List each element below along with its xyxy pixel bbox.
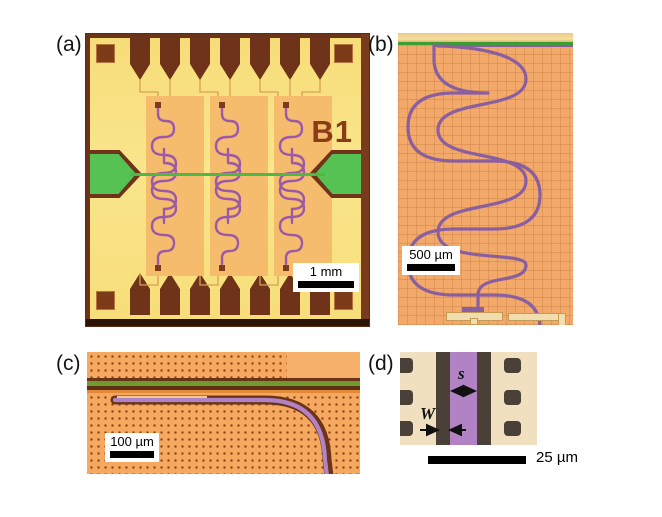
panel-b-feedline — [398, 42, 573, 45]
panel-c-scalebar-text: 100 µm — [110, 433, 154, 449]
panel-c-scalebar: 100 µm — [105, 432, 159, 462]
panel-b-coupler-stem — [470, 318, 478, 325]
panel-a-bondpad-combs — [130, 38, 330, 315]
panel-b-scalebar-line — [407, 264, 455, 271]
panel-b-label: (b) — [368, 33, 394, 56]
panel-a-chip-edge-bottom — [86, 319, 369, 326]
panel-b-meander-path — [436, 44, 528, 312]
coupling-pad-bottom-1 — [155, 265, 161, 271]
panel-a-chip-edge — [86, 34, 369, 326]
panel-d-hole-left-1 — [400, 358, 413, 373]
panel-d-scalebar-text: 25 µm — [536, 449, 578, 466]
alignment-mark-top-right — [334, 44, 353, 63]
panel-c-feedline-conductor — [87, 381, 360, 386]
panel-a-meander-resonators — [150, 106, 306, 266]
panel-d-s-label: s — [458, 364, 465, 383]
alignment-mark-bottom-left — [96, 291, 115, 310]
panel-c-scalebar-line — [110, 451, 154, 458]
panel-a-image: B1 1 mm — [85, 33, 370, 327]
panel-a-scalebar-text: 1 mm — [309, 263, 343, 279]
panel-b-scalebar-text: 500 µm — [409, 246, 453, 262]
panel-a-label: (a) — [56, 33, 82, 56]
coupling-pad-top-2 — [219, 102, 225, 108]
panel-b-coupling-capacitor — [462, 307, 484, 313]
panel-a-scalebar-line — [298, 281, 354, 288]
panel-a-chip-edge-right — [361, 34, 369, 326]
panel-d-label: (d) — [368, 352, 394, 375]
panel-c-resonator-trace — [110, 395, 334, 474]
panel-d-gap-right — [477, 352, 491, 445]
coupling-pad-bottom-3 — [283, 265, 289, 271]
panel-b-top-film-strip — [398, 33, 573, 44]
panel-c-plain-film — [287, 352, 360, 378]
chip-id-label: B1 — [311, 114, 353, 149]
panel-b-meander-trace — [406, 43, 542, 325]
panel-c-image: 100 µm — [87, 352, 360, 474]
panel-d-hole-left-2 — [400, 390, 413, 405]
panel-d-image: s W — [400, 352, 537, 445]
panel-d-hole-right-3 — [504, 421, 521, 436]
panel-d-hole-right-1 — [504, 358, 521, 373]
panel-b-ground-pad — [459, 324, 491, 325]
coupling-pad-top-1 — [155, 102, 161, 108]
alignment-mark-top-left — [96, 44, 115, 63]
panel-c-feedline-edge — [87, 390, 360, 393]
panel-d-hole-right-2 — [504, 390, 521, 405]
coupling-pad-bottom-2 — [219, 265, 225, 271]
panel-d-gap-left — [436, 352, 450, 445]
coupling-pad-top-3 — [283, 102, 289, 108]
panel-d-dimension-arrows — [420, 384, 477, 437]
panel-c-label: (c) — [56, 352, 81, 375]
panel-a-scalebar: 1 mm — [293, 262, 359, 292]
panel-b-image: 500 µm — [398, 33, 573, 325]
panel-c-feedline-gap-lower — [87, 386, 360, 390]
panel-c-hole-array-top — [87, 352, 287, 378]
panel-b-resonator-coupler-arm — [434, 45, 573, 47]
panel-c-feedline-gap-upper — [87, 378, 360, 381]
panel-b-side-trace-down — [558, 313, 566, 325]
panel-b-scalebar: 500 µm — [402, 245, 460, 275]
panel-d-scalebar-line — [428, 456, 526, 464]
panel-d-w-label: W — [420, 404, 436, 423]
panel-b-hole-grid — [398, 33, 573, 325]
cpw-feedline — [130, 173, 325, 176]
panel-d-hole-left-3 — [400, 421, 413, 436]
